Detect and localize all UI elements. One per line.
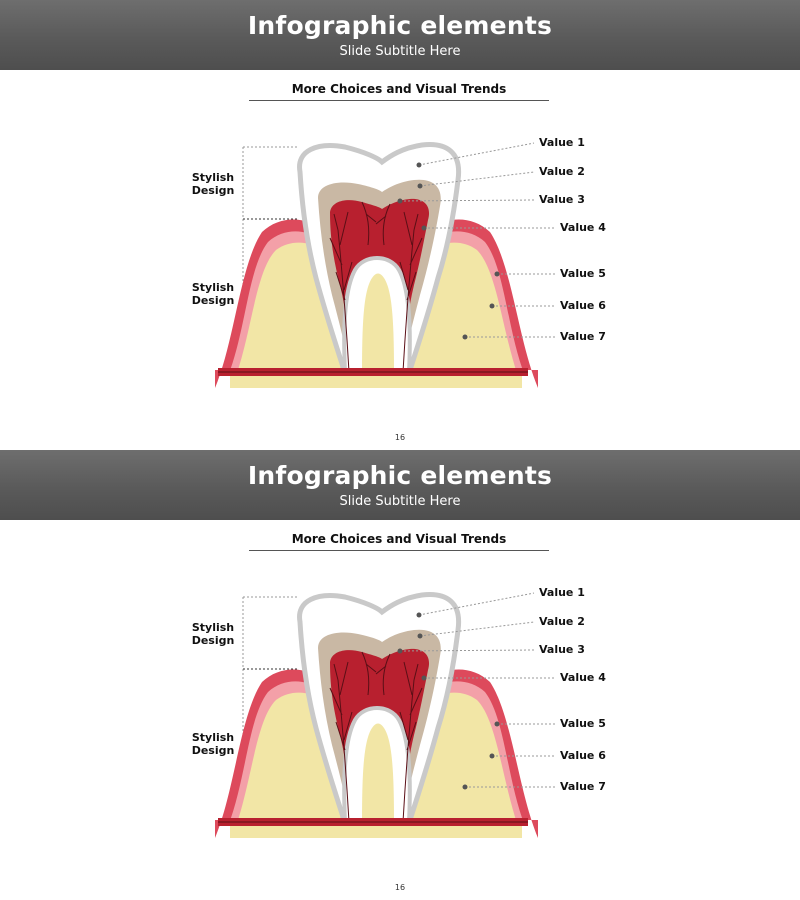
tooth	[218, 591, 528, 838]
side-label-line: Design	[191, 294, 235, 307]
side-label-line: Stylish	[191, 281, 235, 294]
side-label-crown: Stylish Design	[184, 621, 242, 647]
side-label-crown: Stylish Design	[184, 171, 242, 197]
side-label-root: Stylish Design	[184, 731, 242, 757]
slide-title: Infographic elements	[247, 11, 553, 40]
side-label-root: Stylish Design	[184, 281, 242, 307]
slide-subtitle: Slide Subtitle Here	[339, 494, 461, 509]
value-label-6: Value 6	[560, 749, 606, 762]
value-label-3: Value 3	[539, 643, 585, 656]
side-label-line: Stylish	[191, 621, 235, 634]
gum-tissue	[215, 219, 538, 388]
value-label-1: Value 1	[539, 586, 585, 599]
leader-lines	[399, 142, 555, 338]
page-number: 16	[394, 883, 406, 892]
value-label-3: Value 3	[539, 193, 585, 206]
slide-1: Infographic elements Slide Subtitle Here…	[0, 0, 800, 442]
nerve-branches	[329, 201, 423, 373]
tooth-cross-section-icon	[215, 591, 555, 838]
page-number: 16	[394, 433, 406, 442]
value-label-5: Value 5	[560, 717, 606, 730]
nerve-branches	[329, 651, 423, 823]
value-label-2: Value 2	[539, 165, 585, 178]
slide-subtitle: Slide Subtitle Here	[339, 44, 461, 59]
slide-header: Infographic elements Slide Subtitle Here	[0, 450, 800, 520]
leader-lines	[399, 592, 555, 788]
value-label-2: Value 2	[539, 615, 585, 628]
pointer-dots	[397, 162, 500, 340]
value-label-4: Value 4	[560, 221, 606, 234]
value-label-7: Value 7	[560, 330, 606, 343]
section-heading: More Choices and Visual Trends	[291, 82, 507, 96]
value-label-4: Value 4	[560, 671, 606, 684]
slide-header: Infographic elements Slide Subtitle Here	[0, 0, 800, 70]
side-label-line: Stylish	[191, 171, 235, 184]
section-heading: More Choices and Visual Trends	[291, 532, 507, 546]
value-label-1: Value 1	[539, 136, 585, 149]
slide-2: Infographic elements Slide Subtitle Here…	[0, 450, 800, 900]
tooth-cross-section-icon	[215, 141, 555, 388]
pointer-dots	[397, 612, 500, 790]
side-label-line: Design	[191, 744, 235, 757]
heading-underline	[249, 550, 549, 551]
value-label-6: Value 6	[560, 299, 606, 312]
value-label-7: Value 7	[560, 780, 606, 793]
side-label-line: Stylish	[191, 731, 235, 744]
side-label-line: Design	[191, 634, 235, 647]
side-label-line: Design	[191, 184, 235, 197]
heading-underline	[249, 100, 549, 101]
value-label-5: Value 5	[560, 267, 606, 280]
tooth	[218, 141, 528, 388]
slide-title: Infographic elements	[247, 461, 553, 490]
